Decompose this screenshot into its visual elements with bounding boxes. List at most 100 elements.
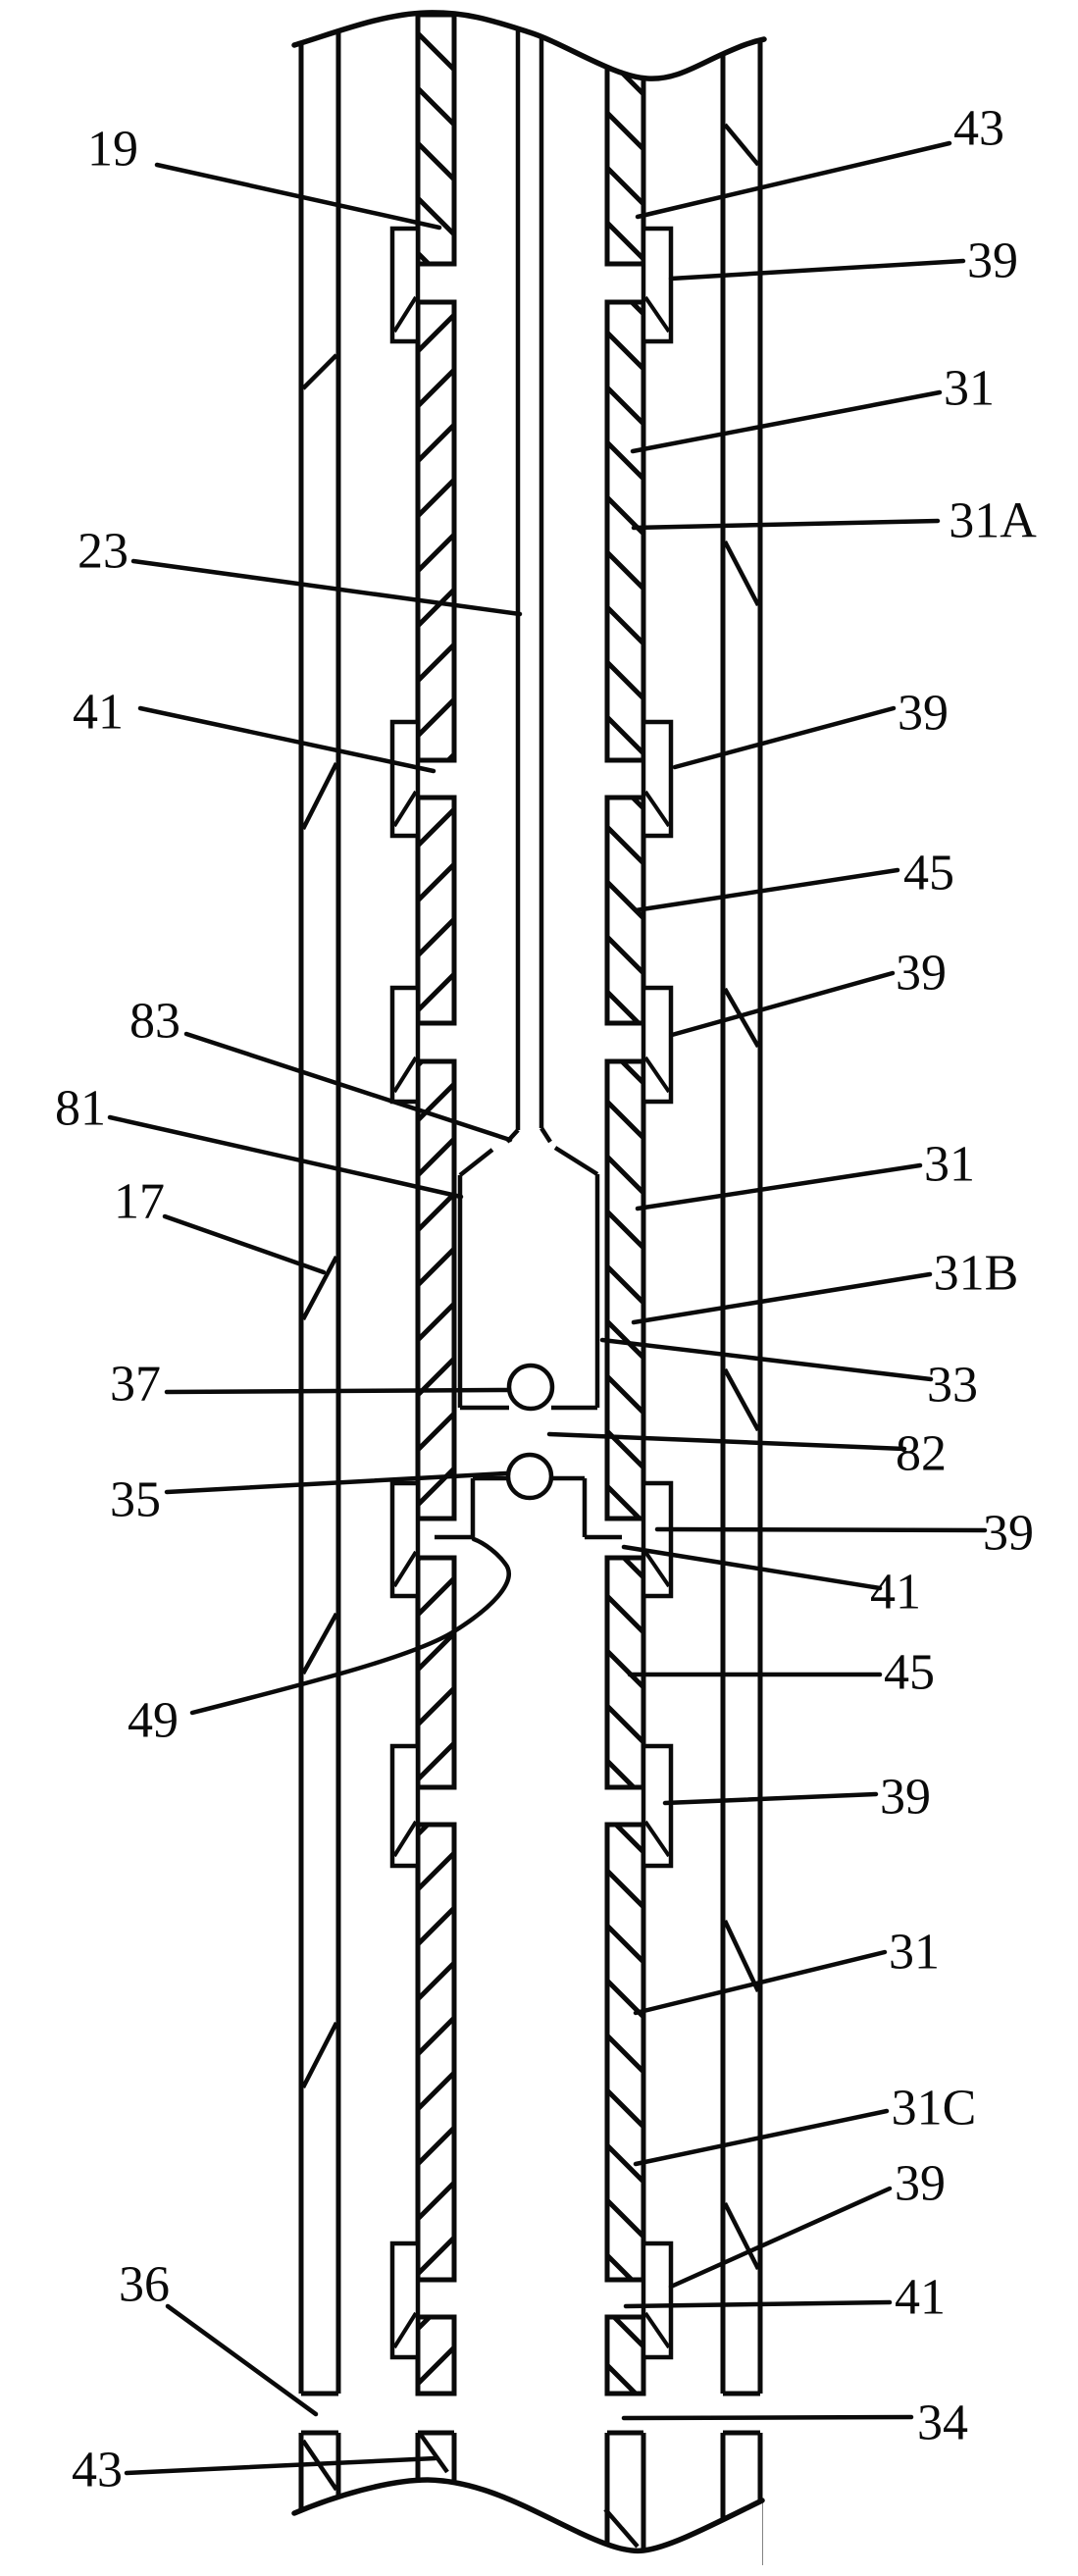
ref-label-39: 39 [967, 233, 1018, 289]
tubing-section-right [604, 2314, 646, 2396]
inner-conduit [505, 20, 552, 1144]
leader-lines [107, 140, 988, 2476]
tubing-section-right [604, 1822, 646, 2283]
ref-label-31: 31 [924, 1137, 975, 1193]
funnel-and-liner [457, 1146, 600, 1411]
ref-label-19: 19 [87, 122, 138, 178]
leader-39 [672, 705, 897, 770]
ball-seat-insert [435, 1475, 622, 1540]
leader-43 [635, 140, 952, 220]
leader-37 [164, 1387, 511, 1395]
ref-label-39: 39 [898, 686, 949, 742]
leader-33 [599, 1337, 934, 1382]
casing-section-mark [723, 1367, 760, 1432]
leader-19 [154, 162, 442, 231]
collar-section-mark [392, 2311, 418, 2349]
ref-label-31: 31 [889, 1925, 940, 1981]
casing-section-mark [300, 2021, 339, 2089]
break-line-bottom [291, 2477, 765, 2554]
tubing-section-left [415, 1555, 457, 1790]
tubing-section-right [604, 1058, 646, 1521]
ref-label-37: 37 [110, 1357, 161, 1413]
collar-section-mark [643, 790, 671, 828]
ref-label-43: 43 [72, 2443, 123, 2499]
ref-label-39: 39 [895, 2156, 946, 2212]
leader-17 [162, 1213, 327, 1275]
casing-section-mark [723, 540, 760, 607]
collar-right [641, 1743, 674, 1869]
casing-section-mark [301, 353, 338, 390]
funnel-cone-right [553, 1146, 599, 1176]
collar-section-mark [392, 1550, 418, 1588]
casing-section-mark [723, 987, 760, 1049]
collar-section-mark [643, 1820, 671, 1858]
casing-section-mark [301, 1255, 338, 1321]
break-mask-bottom [294, 2480, 762, 2576]
coupling-collars [389, 226, 674, 2360]
tubing-section-right [604, 299, 646, 763]
leader-31 [630, 389, 943, 454]
collar-left [389, 2241, 421, 2360]
leader-31B [631, 1271, 933, 1325]
casing-section-mark [722, 2201, 761, 2271]
collar-left [389, 719, 421, 839]
tubing-section-left [415, 1058, 457, 1521]
leader-39 [668, 258, 966, 282]
ref-label-41: 41 [895, 2270, 946, 2326]
ref-label-23: 23 [77, 524, 128, 580]
leader-83 [183, 1031, 513, 1143]
ball-37 [506, 1363, 555, 1412]
conduit-tip-flare [539, 1126, 552, 1144]
ref-label-81: 81 [55, 1081, 106, 1137]
leader-36 [165, 2303, 319, 2417]
ref-label-39: 39 [880, 1770, 931, 1826]
leader-31C [633, 2108, 890, 2167]
leader-35 [164, 1470, 509, 1495]
leader-31 [633, 1949, 888, 2016]
leader-23 [130, 558, 523, 617]
collar-left [389, 1743, 421, 1869]
outer-casing [298, 15, 763, 2396]
collar-section-mark [643, 2311, 671, 2349]
break-line-top [291, 10, 767, 81]
collar-section-mark [643, 295, 671, 334]
collar-right [641, 2241, 674, 2360]
ref-label-41: 41 [73, 685, 124, 741]
ref-label-34: 34 [917, 2396, 968, 2451]
leader-39 [668, 2186, 893, 2290]
leader-34 [621, 2414, 914, 2421]
casing-section-mark [723, 123, 760, 167]
collar-right [641, 985, 674, 1105]
break-mask-top [294, 0, 764, 79]
collar-left [389, 1480, 421, 1599]
ref-label-33: 33 [927, 1358, 978, 1414]
leader-39 [662, 1791, 879, 1806]
collar-left [389, 226, 421, 344]
ball-35 [505, 1452, 554, 1501]
stub-section-mark [419, 2433, 449, 2474]
collar-section-mark [643, 1550, 671, 1588]
leader-43 [124, 2455, 438, 2476]
leader-41 [137, 705, 436, 774]
ref-label-31B: 31B [934, 1246, 1019, 1302]
leader-39 [654, 1526, 988, 1533]
ref-label-45: 45 [884, 1645, 935, 1701]
ref-label-17: 17 [114, 1174, 165, 1230]
tubing-section-left [415, 2314, 457, 2396]
collar-left [389, 985, 421, 1105]
leader-39 [669, 970, 896, 1038]
casing-section-mark [300, 761, 339, 831]
leader-45 [633, 867, 900, 913]
ref-label-43: 43 [953, 101, 1004, 157]
collar-section-mark [392, 1820, 418, 1858]
collar-section-mark [392, 295, 418, 334]
collar-section-mark [643, 1056, 671, 1094]
ref-label-35: 35 [110, 1472, 161, 1528]
tubing-section-left [415, 1822, 457, 2283]
ref-label-39: 39 [983, 1506, 1034, 1562]
ref-label-49: 49 [128, 1693, 179, 1749]
ref-label-31: 31 [944, 361, 995, 417]
ref-label-39: 39 [896, 946, 947, 1002]
collar-section-mark [392, 1056, 418, 1094]
